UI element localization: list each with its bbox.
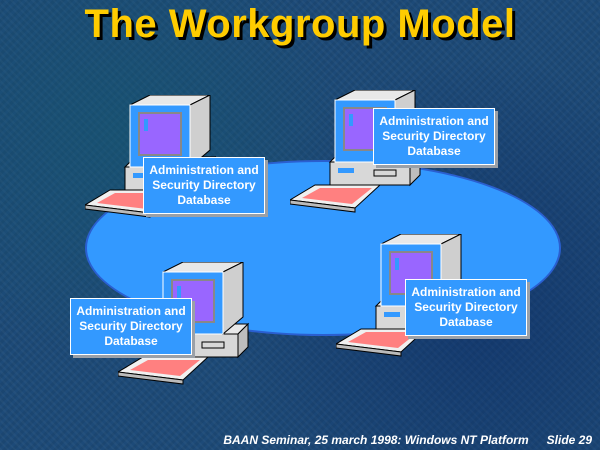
slide-footer: BAAN Seminar, 25 march 1998: Windows NT … xyxy=(205,433,592,447)
footer-seminar: BAAN Seminar, 25 march 1998: Windows NT … xyxy=(223,433,529,447)
directory-database-label: Administration and Security Directory Da… xyxy=(143,157,265,214)
directory-database-label: Administration and Security Directory Da… xyxy=(373,108,495,165)
directory-database-label: Administration and Security Directory Da… xyxy=(70,298,192,355)
slide-number: Slide 29 xyxy=(546,433,592,447)
slide-title: The Workgroup Model xyxy=(84,2,516,46)
directory-database-label: Administration and Security Directory Da… xyxy=(405,279,527,336)
